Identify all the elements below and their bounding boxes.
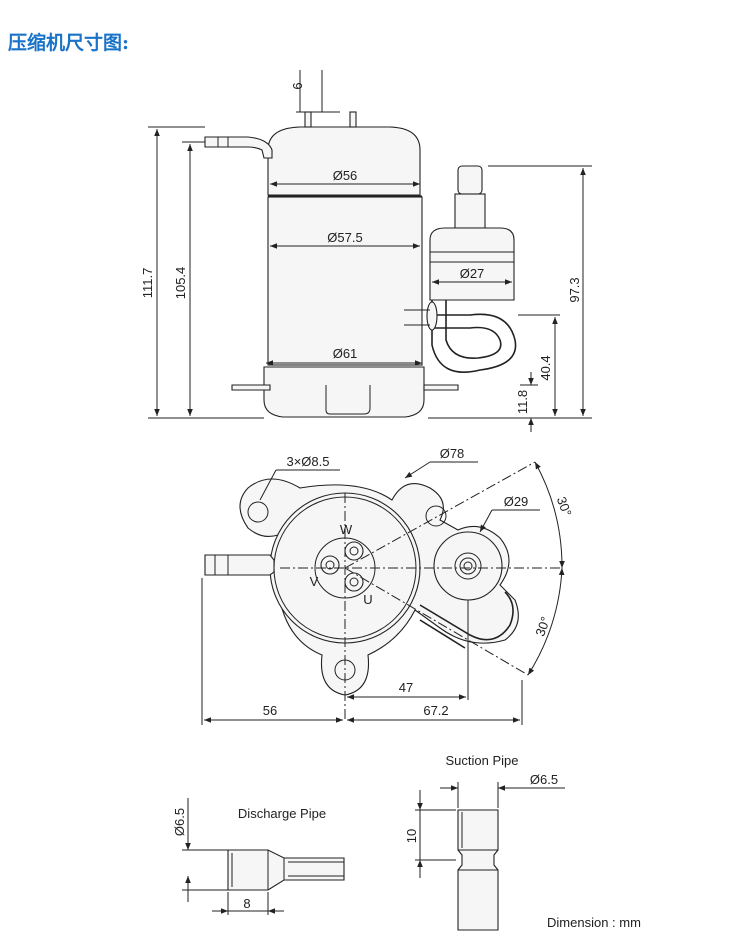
compressor-shell: [267, 126, 421, 196]
discharge-dia: Ø6.5: [172, 808, 187, 836]
compressor-mid-shell: [267, 196, 423, 366]
dim-67-2: 67.2: [423, 703, 448, 718]
suction-dia: Ø6.5: [530, 772, 558, 787]
top-view: W V U 3×Ø8.5 Ø78 Ø29 30°: [201, 446, 575, 725]
dim-11-8: 11.8: [515, 390, 530, 414]
page-title: 压缩机尺寸图:: [8, 32, 130, 54]
dim-6: 6: [290, 82, 305, 89]
mount-hole: [247, 501, 269, 523]
dia-61: Ø61: [333, 346, 358, 361]
dia-56: Ø56: [333, 168, 358, 183]
accumulator-neck: [454, 193, 486, 229]
discharge-pipe-side: [204, 136, 273, 159]
accumulator-body: [429, 227, 515, 301]
units-note: Dimension : mm: [547, 915, 641, 930]
mount-hole: [425, 505, 447, 527]
label-w: W: [340, 522, 353, 537]
discharge-pipe-top: [204, 554, 275, 576]
dim-105-4: 105.4: [173, 267, 188, 300]
dia-27: Ø27: [460, 266, 485, 281]
dim-97-3: 97.3: [567, 277, 582, 302]
dia-78: Ø78: [440, 446, 465, 461]
label-u: U: [363, 592, 372, 607]
suction-length: 10: [404, 829, 419, 843]
terminal-v: [320, 555, 340, 575]
accumulator-tube: [430, 300, 517, 374]
side-view: 111.7 105.4 6 Ø56 Ø57.5 Ø27 Ø61 97.3 40.…: [140, 70, 592, 432]
holes-label: 3×Ø8.5: [286, 454, 329, 469]
accumulator-top: [433, 531, 503, 601]
terminal-w: [344, 541, 364, 561]
compressor-bottom-shell: [263, 366, 425, 418]
discharge-pipe-label: Discharge Pipe: [238, 806, 326, 821]
terminal-u: [344, 572, 364, 592]
dim-56-top: 56: [263, 703, 277, 718]
dia-57-5: Ø57.5: [327, 230, 362, 245]
terminal-pin: [349, 111, 357, 128]
angle-lower: 30°: [532, 615, 553, 639]
discharge-pipe-detail: Discharge Pipe Ø6.5 8: [172, 798, 345, 915]
discharge-length: 8: [243, 896, 250, 911]
terminal-pin: [304, 111, 312, 128]
dim-111-7: 111.7: [140, 268, 155, 299]
dim-47: 47: [399, 680, 413, 695]
base-bracket: [231, 384, 459, 391]
dia-29: Ø29: [504, 494, 529, 509]
dim-40-4: 40.4: [538, 355, 553, 380]
accumulator-tube-top: [419, 591, 514, 641]
suction-pipe-label: Suction Pipe: [446, 753, 519, 768]
label-v: V: [310, 574, 319, 589]
suction-pipe-detail: Suction Pipe Ø6.5 10: [404, 753, 565, 931]
angle-upper: 30°: [554, 495, 575, 519]
suction-pipe-stub: [457, 165, 483, 195]
